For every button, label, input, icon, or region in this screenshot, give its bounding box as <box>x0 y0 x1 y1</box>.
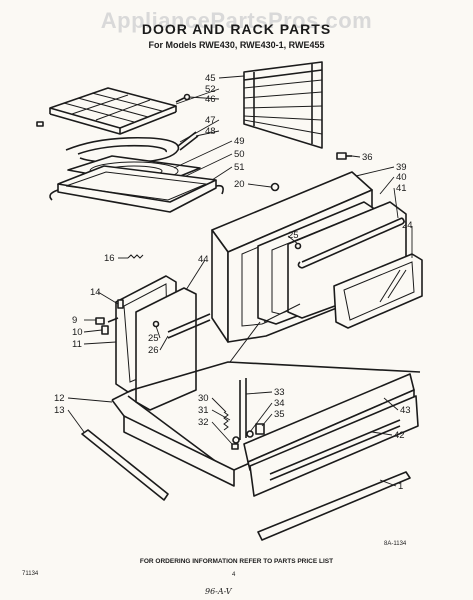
callout-11: 11 <box>72 339 82 350</box>
callout-40: 40 <box>396 172 407 183</box>
callout-13: 13 <box>54 405 65 416</box>
callout-9: 9 <box>72 315 77 326</box>
storage-drawer-part <box>111 303 421 487</box>
screw-part-25-lower <box>152 320 160 328</box>
callout-46: 46 <box>205 94 216 105</box>
left-trim-part <box>81 429 169 501</box>
callout-48: 48 <box>205 126 216 137</box>
callout-42: 42 <box>394 430 405 441</box>
callout-39: 39 <box>396 162 407 173</box>
door-handle-part <box>301 217 403 263</box>
callout-44: 44 <box>198 254 209 265</box>
oven-rack-part <box>243 61 323 149</box>
callout-10: 10 <box>72 327 83 338</box>
ordering-footer-note: FOR ORDERING INFORMATION REFER TO PARTS … <box>139 558 334 565</box>
door-stop-part-36 <box>336 152 352 160</box>
bottom-trim-part <box>257 471 411 541</box>
callout-32: 32 <box>198 417 209 428</box>
callout-41: 41 <box>396 183 407 194</box>
broil-pan-part <box>49 165 224 213</box>
callout-50: 50 <box>234 149 245 160</box>
drawer-front-part <box>249 395 419 497</box>
inner-handle-part <box>167 313 211 333</box>
callout-1: 1 <box>398 481 403 492</box>
callout-31: 31 <box>198 405 209 416</box>
callout-25-upper: 25 <box>288 230 299 241</box>
broiler-grid-part <box>36 87 177 135</box>
handwritten-note: 96-A-V <box>205 587 232 596</box>
callout-26: 26 <box>148 345 159 356</box>
door-spring-assembly <box>223 378 265 450</box>
callout-34: 34 <box>274 398 285 409</box>
callout-16: 16 <box>104 253 115 264</box>
model-subtitle: For Models RWE430, RWE430-1, RWE455 <box>148 40 325 50</box>
page-mark: 4 <box>232 572 236 578</box>
clip-parts-9-10 <box>95 317 119 335</box>
callout-30: 30 <box>198 393 209 404</box>
spring-part-16 <box>127 254 144 259</box>
drawing-code-left: 71134 <box>22 571 39 577</box>
callout-49: 49 <box>234 136 245 147</box>
watermark-text: AppliancePartsPros.com <box>100 8 373 33</box>
callout-35: 35 <box>274 409 285 420</box>
callout-14: 14 <box>90 287 101 298</box>
screw-part-25 <box>294 242 302 250</box>
callout-33: 33 <box>274 387 285 398</box>
callout-47: 47 <box>205 115 216 126</box>
callout-25-lower: 25 <box>148 333 159 344</box>
callout-24: 24 <box>402 220 413 231</box>
callout-45: 45 <box>205 73 216 84</box>
oven-door-assembly <box>211 171 407 343</box>
callout-43: 43 <box>400 405 411 416</box>
callout-52: 52 <box>205 84 216 95</box>
grid-clip-part <box>36 121 44 127</box>
callout-36: 36 <box>362 152 373 163</box>
drawing-code-right: 8A-1134 <box>384 541 407 547</box>
screw-part-46 <box>175 93 191 103</box>
diagram-title: DOOR AND RACK PARTS <box>141 21 332 37</box>
callout-12: 12 <box>54 393 65 404</box>
callout-51: 51 <box>234 162 245 173</box>
callout-leader-lines <box>67 75 413 487</box>
callout-labels: 45 52 46 47 48 49 50 51 20 36 39 40 41 2… <box>54 73 413 492</box>
bumper-part-20 <box>270 182 280 192</box>
callout-20: 20 <box>234 179 245 190</box>
